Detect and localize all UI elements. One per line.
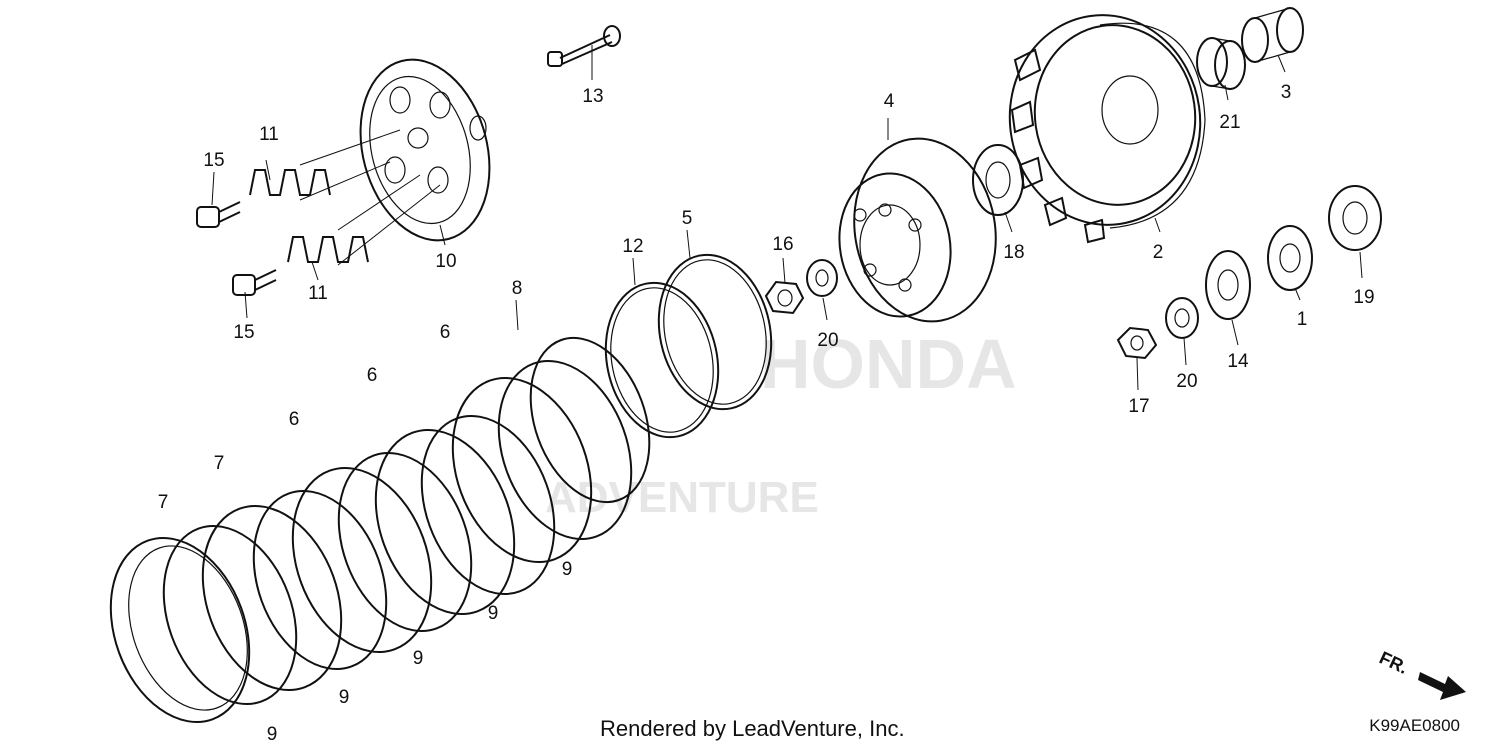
front-arrow-icon (1418, 672, 1466, 700)
thrust-washer-18[interactable] (972, 144, 1024, 216)
callout-2[interactable]: 2 (1153, 242, 1164, 263)
clutch-spring-upper[interactable] (249, 129, 401, 201)
washer-20-center[interactable] (806, 259, 838, 297)
clutch-spring-lower[interactable] (287, 174, 441, 266)
front-direction-indicator: FR. (1376, 647, 1466, 700)
callouts: 1 2 3 4 5 6 6 6 7 7 8 9 9 9 9 9 10 11 11… (158, 82, 1375, 745)
callout-9d[interactable]: 9 (488, 603, 499, 624)
callout-9e[interactable]: 9 (562, 559, 573, 580)
callout-20a[interactable]: 20 (817, 330, 838, 351)
callout-14[interactable]: 14 (1227, 351, 1249, 372)
clutch-center[interactable] (828, 127, 1010, 333)
callout-20b[interactable]: 20 (1176, 371, 1197, 392)
watermark: HONDA ADVENTURE (545, 325, 1017, 522)
callout-13[interactable]: 13 (582, 86, 603, 107)
front-label: FR. (1376, 647, 1411, 677)
lock-nut-17[interactable] (1116, 326, 1158, 360)
lifter-rod[interactable] (547, 25, 621, 67)
leader-lines (211, 45, 1363, 391)
diagram-code: K99AE0800 (1369, 716, 1460, 735)
callout-7b[interactable]: 7 (214, 453, 225, 474)
bolt-lower[interactable] (232, 269, 277, 296)
collar[interactable] (1241, 7, 1304, 63)
callout-9b[interactable]: 9 (339, 687, 350, 708)
drive-gear-14[interactable] (1205, 250, 1251, 320)
clutch-outer-housing[interactable] (996, 3, 1213, 244)
callout-15a[interactable]: 15 (203, 150, 224, 171)
watermark-brand: HONDA (760, 325, 1017, 403)
clutch-ring-12[interactable] (592, 272, 732, 447)
callout-1[interactable]: 1 (1297, 309, 1308, 330)
callout-18[interactable]: 18 (1003, 242, 1024, 263)
clutch-ring-5[interactable] (645, 244, 785, 419)
washer-20-right[interactable] (1165, 297, 1199, 339)
callout-15b[interactable]: 15 (233, 322, 254, 343)
primary-drive-gear[interactable] (1267, 225, 1313, 291)
lock-nut-16[interactable] (764, 280, 805, 315)
callout-11a[interactable]: 11 (259, 124, 279, 145)
callout-12[interactable]: 12 (622, 236, 643, 257)
clutch-plate-stack[interactable] (86, 321, 670, 741)
callout-19[interactable]: 19 (1353, 287, 1374, 308)
callout-9a[interactable]: 9 (267, 724, 278, 745)
bolt-upper[interactable] (196, 201, 241, 228)
callout-3[interactable]: 3 (1281, 82, 1292, 103)
callout-6d[interactable]: 6 (440, 322, 451, 343)
callout-10[interactable]: 10 (435, 251, 456, 272)
callout-4[interactable]: 4 (884, 91, 895, 112)
callout-6c[interactable]: 6 (367, 365, 378, 386)
callout-17[interactable]: 17 (1128, 396, 1149, 417)
callout-11b[interactable]: 11 (308, 283, 328, 304)
pressure-plate[interactable] (341, 45, 508, 255)
callout-5[interactable]: 5 (682, 208, 693, 229)
callout-7a[interactable]: 7 (158, 492, 169, 513)
washer-19[interactable] (1328, 185, 1382, 251)
callout-9c[interactable]: 9 (413, 648, 424, 669)
render-credit: Rendered by LeadVenture, Inc. (600, 716, 905, 741)
needle-bearing[interactable] (1196, 37, 1246, 90)
callout-6b[interactable]: 6 (289, 409, 300, 430)
callout-8[interactable]: 8 (512, 278, 523, 299)
callout-16[interactable]: 16 (772, 234, 793, 255)
callout-21[interactable]: 21 (1219, 112, 1240, 133)
